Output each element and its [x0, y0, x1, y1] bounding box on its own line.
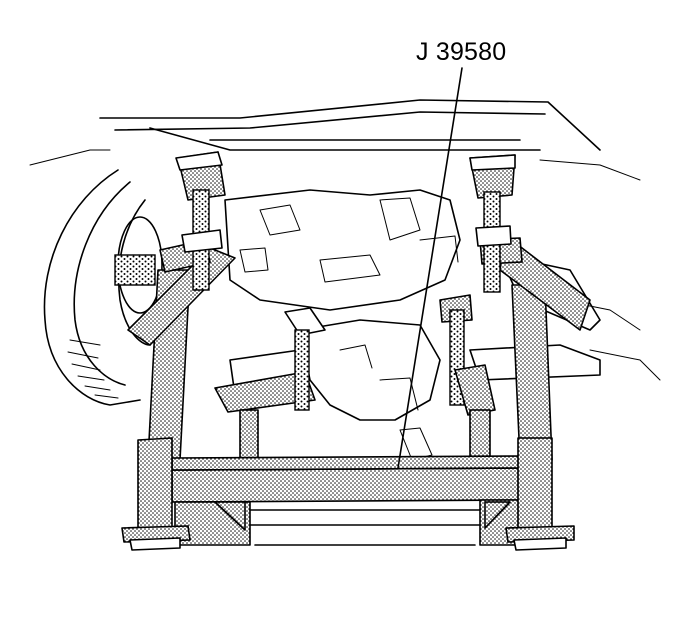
left-front-screw — [294, 329, 310, 411]
support-fixture — [121, 151, 591, 551]
right-rear-post — [511, 284, 553, 461]
left-front-leg — [137, 437, 173, 533]
callout-label: J 39580 — [416, 38, 507, 66]
left-front-arm — [214, 371, 316, 413]
vehicle-underbody — [29, 99, 661, 461]
front-crossbar — [171, 467, 521, 503]
right-front-leg — [517, 437, 553, 531]
wheel-tire — [43, 169, 163, 406]
wheel-hub — [114, 254, 156, 286]
callout-leader-line — [397, 67, 463, 469]
right-front-arm — [454, 364, 496, 416]
